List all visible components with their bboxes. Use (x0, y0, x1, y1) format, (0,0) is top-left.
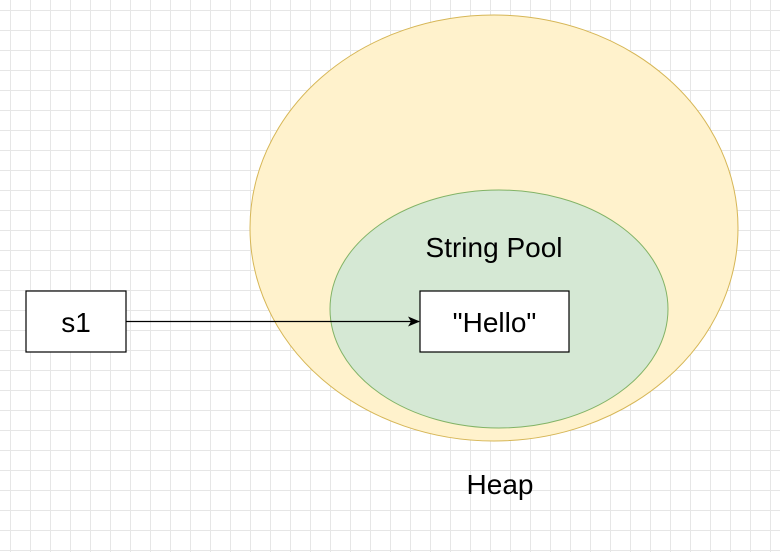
string-pool-label: String Pool (426, 232, 563, 263)
s1-variable-label: s1 (61, 307, 91, 338)
hello-literal-box[interactable] (419, 290, 570, 353)
heap-label: Heap (467, 469, 534, 500)
hello-literal-label: "Hello" (453, 307, 537, 338)
